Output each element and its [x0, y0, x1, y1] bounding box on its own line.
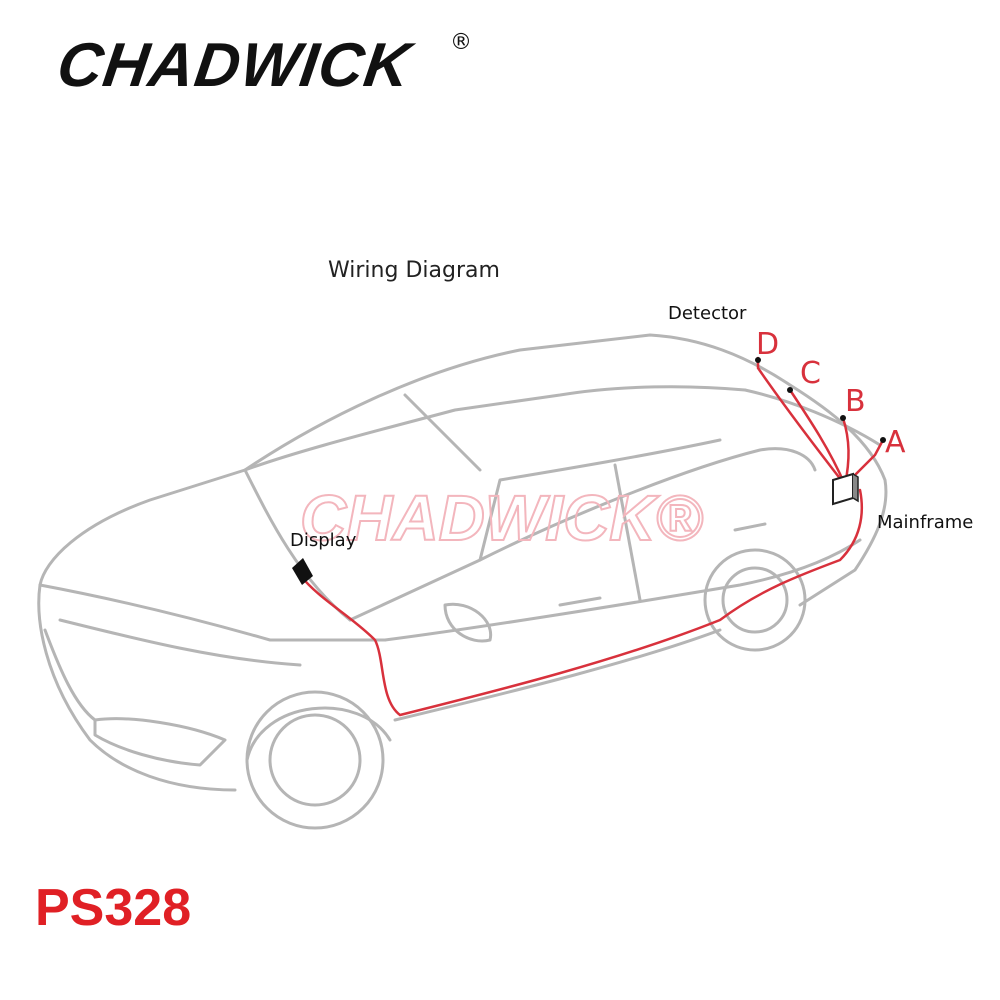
display-unit: [292, 558, 313, 585]
display-label: Display: [290, 530, 357, 551]
sensor-c-dot: [787, 387, 793, 393]
sensor-label-c: C: [800, 356, 821, 391]
sensor-label-b: B: [845, 384, 866, 419]
sensor-a-dot: [880, 437, 886, 443]
sensor-d-dot: [755, 357, 761, 363]
wiring-harness: [298, 356, 885, 717]
cable-c: [788, 388, 847, 487]
model-number: PS328: [35, 879, 192, 937]
mainframe-label: Mainframe: [877, 512, 974, 533]
registered-mark: ®: [450, 30, 472, 55]
watermark-text: CHADWICK®: [300, 482, 704, 554]
cable-d: [756, 356, 847, 487]
car-outline: [37, 333, 888, 830]
display-cable: [298, 488, 864, 717]
diagram-title: Wiring Diagram: [328, 258, 500, 283]
sensor-b-dot: [840, 415, 846, 421]
detector-label: Detector: [668, 303, 747, 324]
mainframe-box: [832, 472, 859, 506]
sensor-label-a: A: [885, 425, 906, 460]
sensor-label-d: D: [756, 327, 780, 362]
